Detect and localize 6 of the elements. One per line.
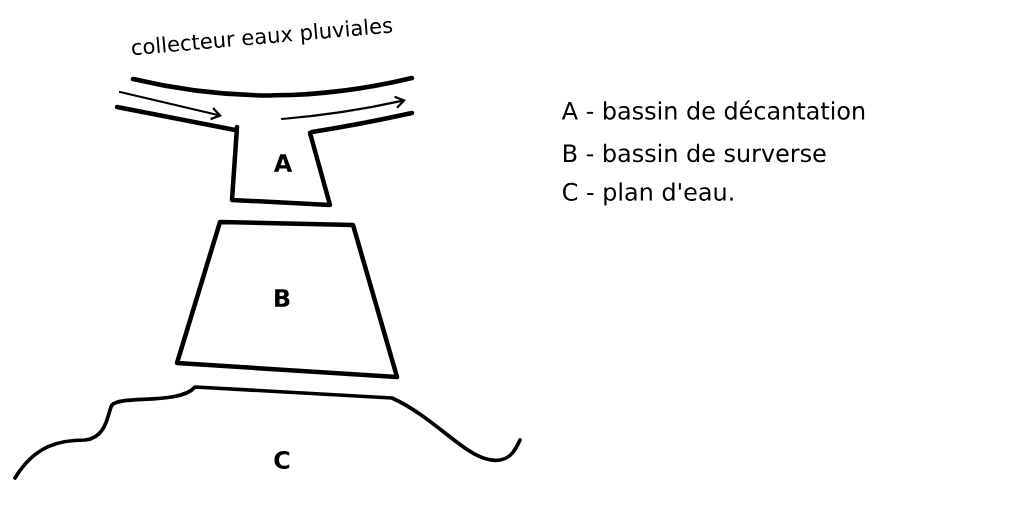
settling-basin: A [229, 124, 333, 208]
key-entry: B - bassin de surverse [564, 143, 826, 163]
overflow-basin: B [174, 219, 400, 380]
key-entry: C - plan d'eau. [563, 182, 733, 206]
key-entry: A - bassin de décantation [561, 100, 865, 120]
water-body: C [13, 385, 522, 480]
